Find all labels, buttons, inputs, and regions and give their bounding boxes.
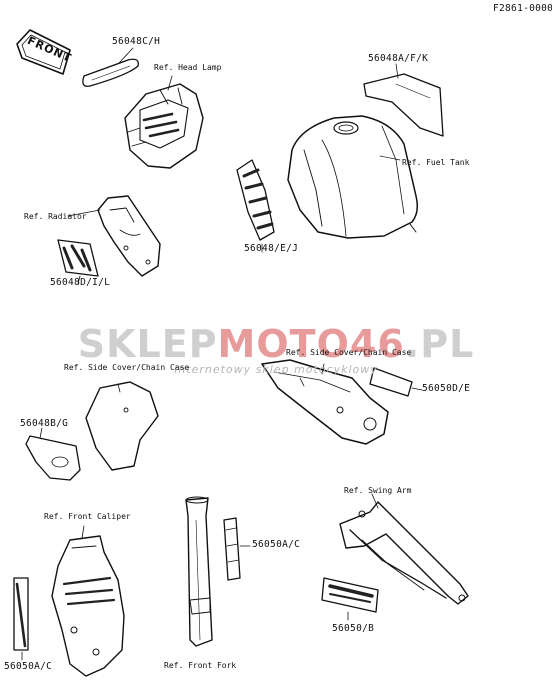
- decal-56050de: [369, 367, 423, 397]
- label-side-cover-chain-left: Ref. Side Cover/Chain Case: [64, 363, 190, 372]
- diagram-code: F2861-0000: [493, 3, 552, 14]
- label-56048ch: 56048C/H: [112, 36, 161, 47]
- front-fork: [185, 496, 213, 647]
- decal-56048ej: [236, 159, 275, 253]
- watermark-part3: .PL: [404, 322, 475, 366]
- label-56048ej: 56048/E/J: [244, 243, 299, 254]
- decal-56048afk: [363, 63, 444, 137]
- label-56048bg: 56048B/G: [20, 418, 69, 429]
- side-cover-left: [85, 381, 159, 471]
- label-head-lamp: Ref. Head Lamp: [154, 63, 222, 72]
- decal-56048ch: [82, 47, 139, 87]
- decal-56050b: [321, 577, 379, 621]
- label-56050de: 56050D/E: [422, 383, 471, 394]
- label-56050ac-fork: 56050A/C: [252, 539, 301, 550]
- watermark-part2: MOTO46: [217, 322, 405, 366]
- decal-56048dil: [57, 239, 99, 285]
- label-fuel-tank: Ref. Fuel Tank: [402, 158, 470, 167]
- decal-56050ac-fork: [223, 517, 251, 581]
- swing-arm: [339, 493, 469, 605]
- label-side-cover-chain-right: Ref. Side Cover/Chain Case: [286, 348, 412, 357]
- label-56050ac-caliper: 56050A/C: [4, 661, 53, 672]
- front-caliper-guard: [51, 525, 125, 677]
- watermark-part1: SKLEP: [77, 322, 218, 366]
- label-front-caliper: Ref. Front Caliper: [44, 512, 131, 521]
- label-56050b: 56050/B: [332, 623, 375, 634]
- front-arrow-emblem: [16, 29, 71, 75]
- radiator-shroud: [67, 195, 161, 277]
- label-swing-arm: Ref. Swing Arm: [344, 486, 412, 495]
- label-radiator: Ref. Radiator: [24, 212, 87, 221]
- fuel-tank: [287, 115, 419, 239]
- label-front-fork: Ref. Front Fork: [164, 661, 237, 670]
- watermark: SKLEPMOTO46.PL: [0, 322, 552, 366]
- label-56048dil: 56048D/I/L: [50, 277, 111, 288]
- decal-56050ac-caliper: [13, 577, 29, 661]
- decal-56048bg: [25, 427, 81, 481]
- label-56048afk: 56048A/F/K: [368, 53, 429, 64]
- watermark-subtitle: internetowy sklep motocyklowy: [174, 363, 378, 376]
- head-lamp-housing: [124, 75, 204, 169]
- chain-case: [261, 359, 389, 445]
